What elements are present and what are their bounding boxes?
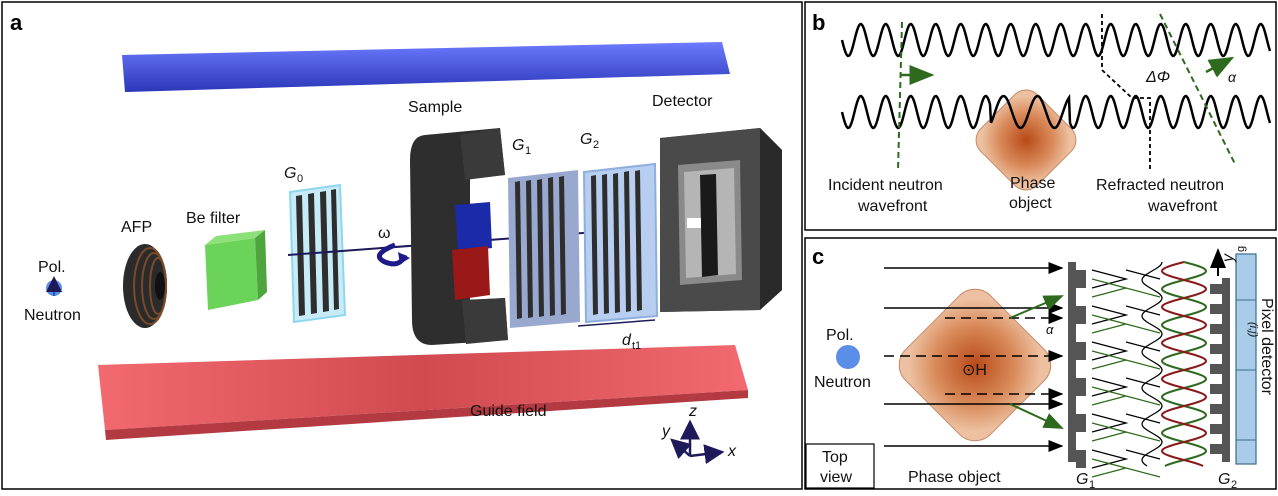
pixel-dividers [1236,299,1256,441]
afp-label: AFP [121,219,152,236]
panel-c-letter: c [812,244,824,269]
axis-y-label: y [661,423,671,440]
pol-label: Pol. [38,259,66,276]
phase-object-label-1: Phase [1010,175,1055,192]
g2-grating [582,162,659,324]
panel-b-letter: b [812,10,825,35]
panel-b: b Phase object ΔΦ α Incident neutron wav… [804,1,1277,231]
neutron-label: Neutron [24,307,81,324]
g0-label: G [284,165,296,182]
omega-label: ω [378,225,391,242]
top-guide-plate [122,42,730,92]
phase-object-label-c: Phase object [908,469,1001,486]
incident-wavefront-line [897,21,903,171]
interference-red [1160,261,1208,467]
neutron-dot-c [836,345,860,369]
phase-object-b [975,89,1077,191]
g2-subscript: 2 [593,139,599,151]
incident-rays [884,262,1064,452]
refracted-direction-arrow [1205,56,1235,78]
be-filter-block [205,230,267,310]
pixel-index-label: (i,j) [1247,322,1259,338]
incident-label-2: wavefront [857,198,928,215]
wavefront-top [840,22,1272,58]
panel-c: c ⊙H Pol. Neutron α [804,237,1277,491]
axis-z-label: z [688,403,697,420]
interference-black [1141,261,1163,467]
g2-comb [1210,278,1230,462]
pixel-detector [1235,253,1257,465]
blue-pole [455,202,492,252]
wavefront-bottom [840,93,1272,130]
g1-label-c: G [1076,471,1088,488]
detector-bright-spot [687,218,701,228]
g1-subscript-c: 1 [1089,479,1095,491]
refracted-wavefront-line [1159,13,1237,167]
panel-a: a Guide field Pol. Neutron AFP Be filter [1,1,803,490]
diffraction-zigzag-green [1091,278,1161,478]
detector-box [660,128,782,312]
dt1-label: d [622,332,632,349]
detector-label: Detector [652,93,713,110]
sample-label: Sample [408,99,462,116]
delta-phi-step [1101,14,1151,170]
bottom-guide-plate [98,345,748,430]
g2-label: G [580,131,592,148]
g1-comb [1068,262,1086,468]
incident-label-1: Incident neutron [828,177,943,194]
g0-grating [288,183,347,324]
g1-label: G [512,137,524,154]
pixel-detector-label: Pixel detector [1258,298,1275,396]
sample-magnet [410,128,508,345]
interference-green [1160,261,1208,467]
alpha-label-b: α [1228,69,1237,85]
pol-label-c: Pol. [826,327,854,344]
be-filter-label: Be filter [186,210,241,227]
delta-phi-label: ΔΦ [1145,69,1170,86]
g0-subscript: 0 [297,173,303,185]
phase-object-label-2: object [1009,195,1052,212]
dt1-line [577,319,656,327]
g2-label-c: G [1218,471,1230,488]
diffraction-zigzag-black [1091,269,1161,469]
yg-label: y [1220,253,1237,263]
top-view-box [805,443,875,489]
bottom-plate-edge [105,390,748,440]
red-pole [452,246,490,300]
h-field-label: ⊙H [962,362,987,379]
refracted-label-2: wavefront [1147,198,1218,215]
g1-subscript: 1 [525,145,531,157]
axis-x-label: x [727,443,737,460]
dt1-subscript: t1 [632,340,641,352]
top-view-label-1: Top [822,449,848,466]
yg-subscript: g [1235,246,1247,252]
g1-grating [508,170,580,328]
top-view-label-2: view [820,469,852,486]
g2-subscript-c: 2 [1231,479,1237,491]
neutron-label-c: Neutron [814,374,871,391]
axes-triad [670,419,725,465]
panel-a-letter: a [10,10,23,35]
alpha-label-c: α [1046,322,1054,337]
afp-coil [123,244,167,328]
guide-field-label: Guide field [470,403,547,420]
refracted-label-1: Refracted neutron [1096,177,1224,194]
omega-arrowhead [398,252,410,264]
